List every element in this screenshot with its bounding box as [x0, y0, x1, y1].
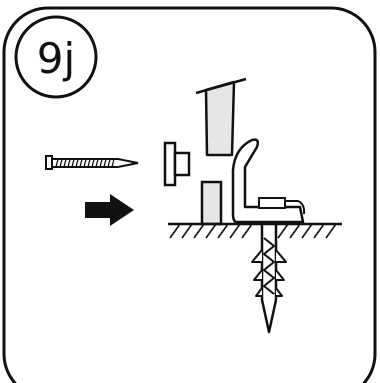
board-break-line: [195, 77, 247, 95]
spacer-block-icon: [163, 141, 191, 187]
step-label: 9j: [37, 34, 75, 83]
step-badge: 9j: [14, 15, 98, 99]
board-upper-section: [204, 80, 236, 157]
arrow-right-icon: [85, 194, 134, 226]
floor: [168, 222, 342, 239]
board-lower-section: [200, 180, 223, 226]
board: [195, 77, 247, 226]
step-badge-circle: [14, 15, 98, 99]
panel-frame: [2, 6, 377, 383]
bracket-icon: [231, 138, 306, 224]
wall-anchor-icon: [251, 224, 287, 334]
screw-icon: [45, 155, 139, 170]
